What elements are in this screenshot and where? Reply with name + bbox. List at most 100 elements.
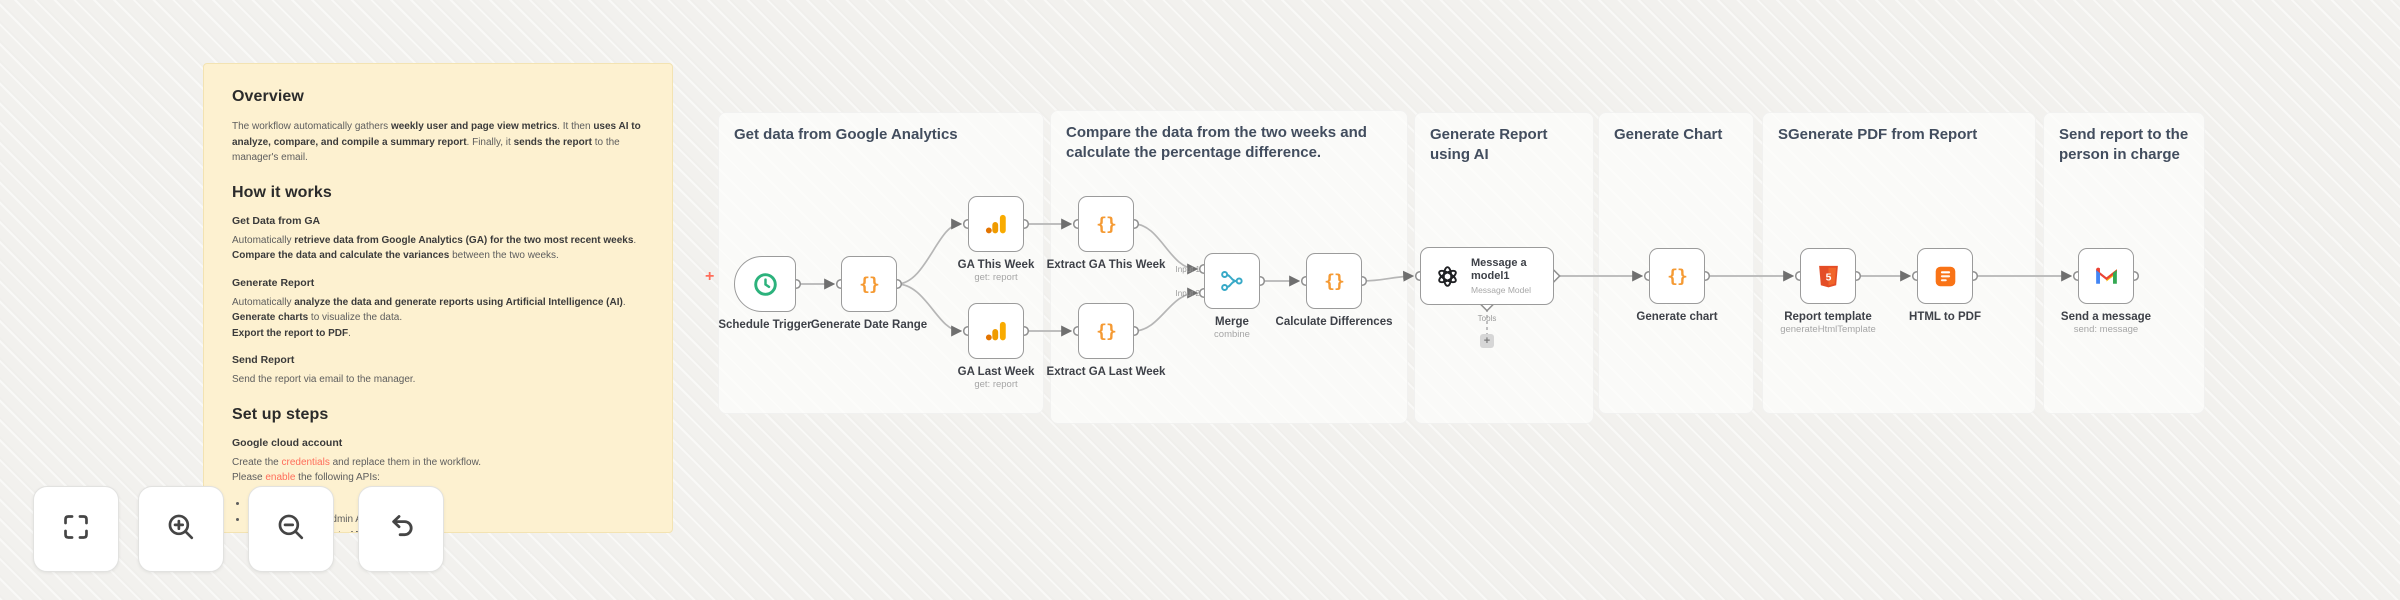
sticky-text: and replace them in the workflow. Please	[232, 456, 482, 484]
sticky-paragraph: Automatically retrieve data from Google …	[232, 233, 644, 264]
node-sublabel: get: report	[974, 379, 1018, 390]
node-schedule-trigger[interactable]	[734, 256, 796, 312]
node-merge[interactable]	[1204, 253, 1260, 309]
node-ga-last-week[interactable]	[968, 303, 1024, 359]
canvas-add-node-plus-icon[interactable]	[705, 268, 714, 286]
node-send-a-message[interactable]	[2078, 248, 2134, 304]
sticky-heading: Google cloud account	[232, 436, 343, 449]
sticky-text: retrieve data from Google Analytics (GA)…	[294, 234, 634, 246]
merge-input1-label: Input 1	[1175, 265, 1200, 274]
sticky-text: .	[622, 296, 626, 308]
sticky-text: sends the report	[513, 136, 592, 148]
sticky-text: . Finally, it	[466, 136, 514, 148]
section-title: Generate Report using AI	[1430, 126, 1548, 164]
fit-view-icon	[59, 510, 93, 549]
add-tool-plus-icon[interactable]	[1480, 334, 1494, 348]
section-title: Send report to the person in charge	[2059, 126, 2189, 164]
ai-tools-port-label: Tools	[1477, 314, 1497, 323]
svg-text:5: 5	[1825, 272, 1831, 283]
sticky-text: analyze the data and generate reports us…	[294, 296, 623, 308]
google-analytics-icon	[983, 211, 1009, 237]
node-label-group: Generate chart	[1636, 311, 1717, 323]
reset-zoom-button[interactable]	[358, 486, 444, 572]
fit-view-button[interactable]	[33, 486, 119, 572]
node-label: Message a model1	[1471, 256, 1527, 282]
zoom-in-button[interactable]	[138, 486, 224, 572]
sticky-heading: Send Report	[232, 354, 295, 366]
sticky-heading: Overview	[232, 88, 304, 105]
sticky-link[interactable]: credentials	[281, 456, 330, 468]
section-title: SGenerate PDF from Report	[1778, 126, 1978, 143]
node-html-to-pdf[interactable]	[1917, 248, 1973, 304]
sticky-text: uses AI to analyze, compare, and compile…	[232, 121, 641, 148]
section-title: Get data from Google Analytics	[734, 126, 958, 143]
node-report-template[interactable]: 5	[1800, 248, 1856, 304]
node-ga-this-week[interactable]	[968, 196, 1024, 252]
zoom-out-icon	[274, 510, 308, 549]
sticky-text: The workflow automatically gathers	[232, 121, 391, 132]
node-sublabel: send: message	[2073, 324, 2139, 335]
node-label-group: Extract GA This Week	[1047, 259, 1166, 271]
sticky-text: Automatically	[232, 296, 295, 308]
node-generate-date-range[interactable]: {}	[841, 256, 897, 312]
clock-icon	[752, 271, 779, 298]
node-sublabel: generateHtmlTemplate	[1780, 324, 1876, 335]
node-sublabel: Message Model	[1471, 285, 1532, 296]
sticky-text: Automatically	[232, 234, 295, 246]
code-icon: {}	[1096, 320, 1117, 342]
sticky-heading: Get Data from GA	[232, 214, 321, 227]
node-label: Generate chart	[1636, 311, 1718, 323]
sticky-text: Generate charts	[232, 312, 309, 323]
node-calculate-differences[interactable]: {}	[1306, 253, 1362, 309]
sticky-paragraph: Automatically analyze the data and gener…	[232, 295, 644, 342]
node-generate-chart[interactable]: {}	[1649, 248, 1705, 304]
node-label: Generate Date Range	[810, 319, 928, 331]
openai-icon	[1434, 263, 1461, 290]
node-label-group: Schedule Trigger	[718, 319, 811, 331]
sticky-text: .	[633, 234, 637, 246]
pdf-file-icon	[1933, 264, 1958, 289]
node-label: GA Last Week	[957, 366, 1035, 378]
sticky-link[interactable]: enable	[265, 472, 296, 483]
code-icon: {}	[1324, 270, 1345, 292]
node-sublabel: get: report	[974, 272, 1018, 283]
google-analytics-icon	[983, 318, 1009, 344]
node-label-group: Extract GA Last Week	[1047, 366, 1166, 378]
zoom-in-icon	[164, 510, 198, 549]
undo-icon	[384, 510, 418, 549]
node-extract-ga-last-week[interactable]: {}	[1078, 303, 1134, 359]
node-label-group: Calculate Differences	[1276, 316, 1393, 328]
sticky-heading: Generate Report	[232, 276, 315, 289]
sticky-text: between the two weeks.	[449, 250, 559, 261]
sticky-paragraph: The workflow automatically gathers weekl…	[232, 119, 644, 166]
code-icon: {}	[1667, 265, 1688, 287]
section-title: Compare the data from the two weeks and …	[1066, 124, 1367, 162]
merge-icon	[1219, 268, 1245, 294]
node-label: HTML to PDF	[1909, 311, 1981, 323]
zoom-out-button[interactable]	[248, 486, 334, 572]
gmail-icon	[2093, 263, 2120, 290]
node-label: Send a message	[2060, 311, 2152, 323]
sticky-text: Compare the data and calculate the varia…	[232, 250, 450, 261]
sticky-text: the following APIs:	[295, 472, 380, 483]
node-label-group: HTML to PDF	[1909, 311, 1981, 323]
node-label: Merge	[1215, 316, 1249, 328]
node-label: Extract GA This Week	[1046, 259, 1166, 271]
node-extract-ga-this-week[interactable]: {}	[1078, 196, 1134, 252]
sticky-text: .	[348, 327, 351, 339]
node-sublabel: combine	[1214, 329, 1250, 340]
node-label: GA This Week	[957, 259, 1035, 271]
sticky-paragraph: Create the credentials and replace them …	[232, 455, 644, 486]
sticky-text: . It then	[557, 121, 594, 132]
sticky-text: to the manager's email.	[232, 136, 620, 164]
